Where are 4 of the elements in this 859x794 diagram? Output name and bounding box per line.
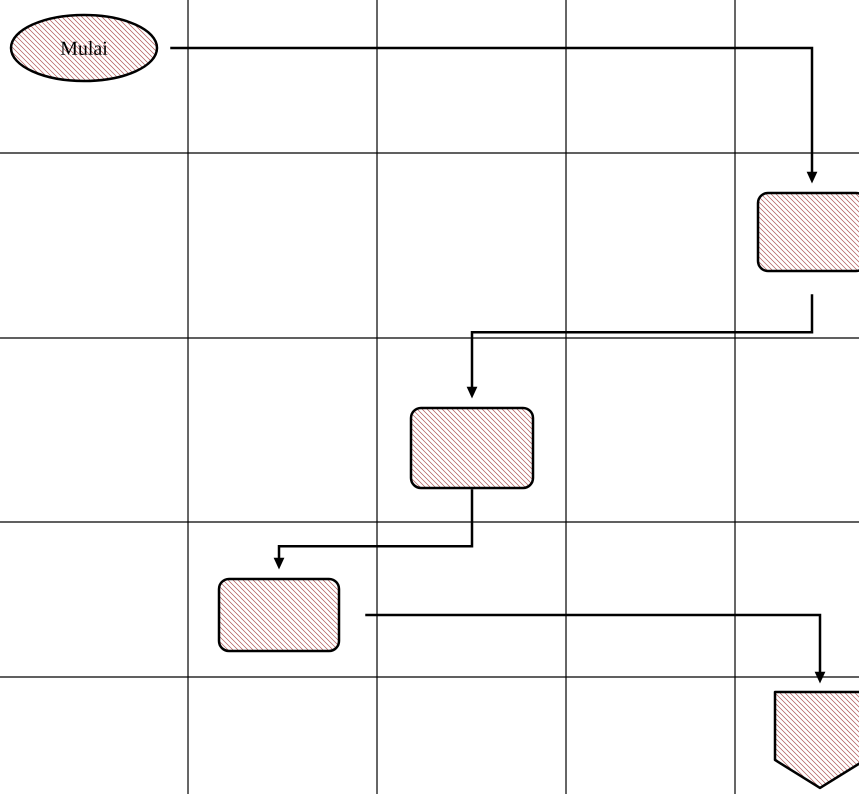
process-box [218, 578, 340, 652]
off-page-connector [774, 690, 859, 790]
process-box [756, 192, 859, 272]
process-box [410, 406, 534, 490]
